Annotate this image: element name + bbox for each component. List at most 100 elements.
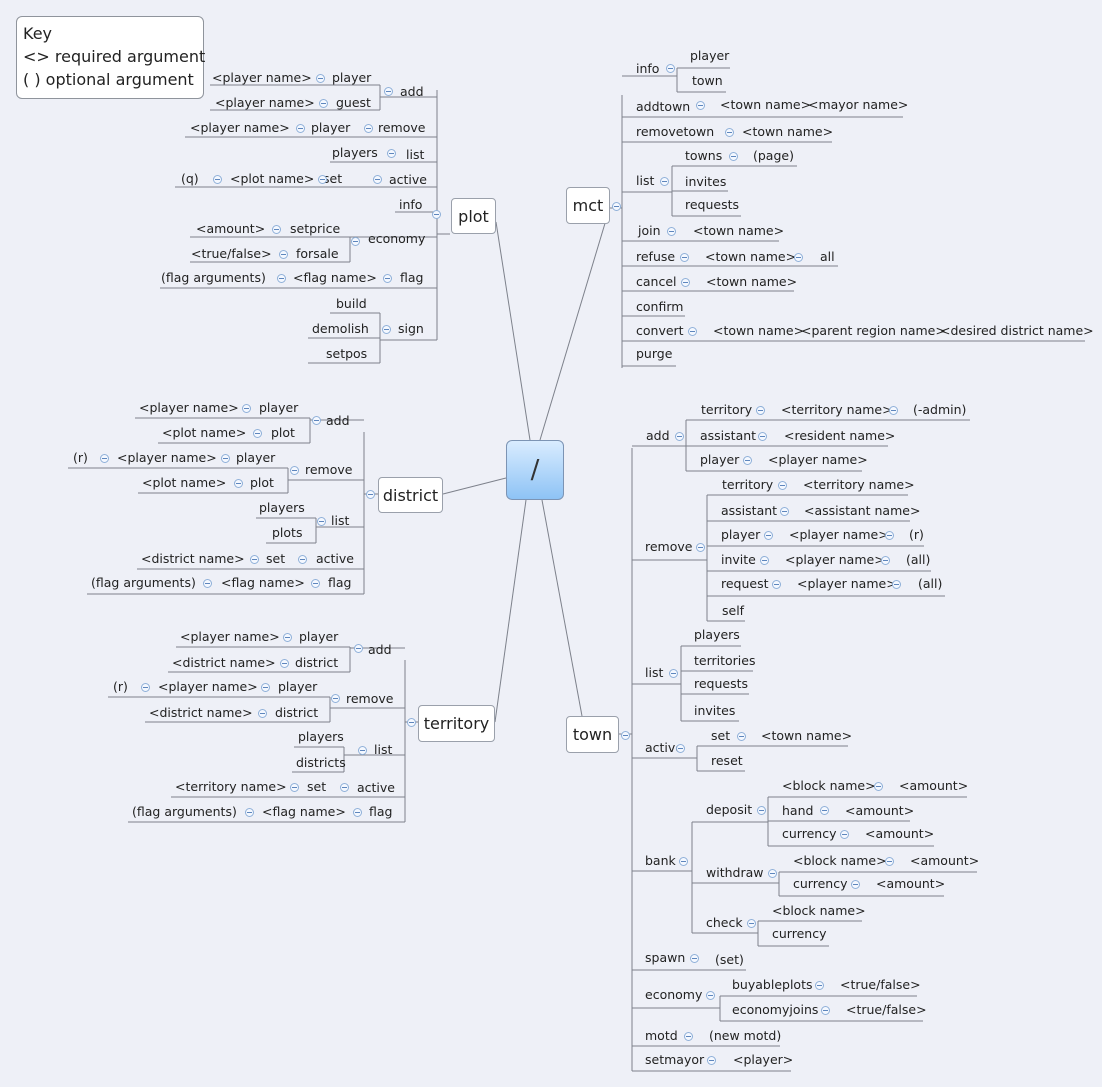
- collapse-toggle-icon[interactable]: [366, 490, 375, 499]
- collapse-toggle-icon[interactable]: [234, 479, 243, 488]
- collapse-toggle-icon[interactable]: [696, 543, 705, 552]
- collapse-toggle-icon[interactable]: [203, 579, 212, 588]
- collapse-toggle-icon[interactable]: [747, 919, 756, 928]
- root-node[interactable]: /: [506, 440, 564, 500]
- collapse-toggle-icon[interactable]: [681, 278, 690, 287]
- collapse-toggle-icon[interactable]: [312, 416, 321, 425]
- collapse-toggle-icon[interactable]: [881, 556, 890, 565]
- collapse-toggle-icon[interactable]: [245, 808, 254, 817]
- node-mct[interactable]: mct: [566, 187, 610, 224]
- collapse-toggle-icon[interactable]: [874, 782, 883, 791]
- collapse-toggle-icon[interactable]: [679, 857, 688, 866]
- collapse-toggle-icon[interactable]: [706, 991, 715, 1000]
- collapse-toggle-icon[interactable]: [688, 327, 697, 336]
- collapse-toggle-icon[interactable]: [756, 406, 765, 415]
- collapse-toggle-icon[interactable]: [892, 580, 901, 589]
- branch-label: requests: [694, 676, 749, 691]
- collapse-toggle-icon[interactable]: [778, 481, 787, 490]
- branch-label: list: [374, 742, 393, 757]
- collapse-toggle-icon[interactable]: [851, 880, 860, 889]
- collapse-toggle-icon[interactable]: [780, 507, 789, 516]
- branch-label: (all): [906, 552, 931, 567]
- collapse-toggle-icon[interactable]: [772, 580, 781, 589]
- collapse-toggle-icon[interactable]: [250, 555, 259, 564]
- collapse-toggle-icon[interactable]: [373, 175, 382, 184]
- collapse-toggle-icon[interactable]: [690, 954, 699, 963]
- collapse-toggle-icon[interactable]: [725, 128, 734, 137]
- collapse-toggle-icon[interactable]: [729, 152, 738, 161]
- collapse-toggle-icon[interactable]: [311, 579, 320, 588]
- collapse-toggle-icon[interactable]: [815, 981, 824, 990]
- collapse-toggle-icon[interactable]: [100, 454, 109, 463]
- collapse-toggle-icon[interactable]: [757, 806, 766, 815]
- collapse-toggle-icon[interactable]: [280, 659, 289, 668]
- collapse-toggle-icon[interactable]: [680, 253, 689, 262]
- collapse-toggle-icon[interactable]: [737, 732, 746, 741]
- node-plot[interactable]: plot: [451, 198, 496, 234]
- collapse-toggle-icon[interactable]: [340, 783, 349, 792]
- collapse-toggle-icon[interactable]: [760, 556, 769, 565]
- collapse-toggle-icon[interactable]: [768, 869, 777, 878]
- collapse-toggle-icon[interactable]: [290, 466, 299, 475]
- collapse-toggle-icon[interactable]: [675, 432, 684, 441]
- collapse-toggle-icon[interactable]: [612, 202, 621, 211]
- collapse-toggle-icon[interactable]: [707, 1056, 716, 1065]
- collapse-toggle-icon[interactable]: [277, 274, 286, 283]
- branch-label: <block name>: [793, 853, 887, 868]
- collapse-toggle-icon[interactable]: [382, 325, 391, 334]
- collapse-toggle-icon[interactable]: [820, 806, 829, 815]
- collapse-toggle-icon[interactable]: [669, 669, 678, 678]
- collapse-toggle-icon[interactable]: [821, 1006, 830, 1015]
- collapse-toggle-icon[interactable]: [889, 406, 898, 415]
- node-territory[interactable]: territory: [418, 705, 495, 742]
- node-district[interactable]: district: [378, 477, 443, 513]
- collapse-toggle-icon[interactable]: [676, 744, 685, 753]
- collapse-toggle-icon[interactable]: [319, 99, 328, 108]
- collapse-toggle-icon[interactable]: [660, 177, 669, 186]
- collapse-toggle-icon[interactable]: [283, 633, 292, 642]
- collapse-toggle-icon[interactable]: [331, 694, 340, 703]
- collapse-toggle-icon[interactable]: [885, 857, 894, 866]
- collapse-toggle-icon[interactable]: [383, 274, 392, 283]
- collapse-toggle-icon[interactable]: [213, 175, 222, 184]
- collapse-toggle-icon[interactable]: [298, 555, 307, 564]
- collapse-toggle-icon[interactable]: [318, 175, 327, 184]
- collapse-toggle-icon[interactable]: [666, 64, 675, 73]
- collapse-toggle-icon[interactable]: [221, 454, 230, 463]
- collapse-toggle-icon[interactable]: [353, 808, 362, 817]
- collapse-toggle-icon[interactable]: [272, 225, 281, 234]
- collapse-toggle-icon[interactable]: [242, 404, 251, 413]
- collapse-toggle-icon[interactable]: [290, 783, 299, 792]
- collapse-toggle-icon[interactable]: [885, 531, 894, 540]
- collapse-toggle-icon[interactable]: [296, 124, 305, 133]
- collapse-toggle-icon[interactable]: [387, 149, 396, 158]
- collapse-toggle-icon[interactable]: [696, 101, 705, 110]
- collapse-toggle-icon[interactable]: [407, 718, 416, 727]
- collapse-toggle-icon[interactable]: [261, 683, 270, 692]
- collapse-toggle-icon[interactable]: [794, 253, 803, 262]
- collapse-toggle-icon[interactable]: [351, 237, 360, 246]
- node-town[interactable]: town: [566, 716, 619, 753]
- collapse-toggle-icon[interactable]: [840, 830, 849, 839]
- branch-label: currency: [772, 926, 827, 941]
- collapse-toggle-icon[interactable]: [279, 250, 288, 259]
- collapse-toggle-icon[interactable]: [764, 531, 773, 540]
- collapse-toggle-icon[interactable]: [758, 432, 767, 441]
- collapse-toggle-icon[interactable]: [354, 644, 363, 653]
- collapse-toggle-icon[interactable]: [432, 210, 441, 219]
- collapse-toggle-icon[interactable]: [684, 1032, 693, 1041]
- collapse-toggle-icon[interactable]: [141, 683, 150, 692]
- branch-label: players: [298, 729, 344, 744]
- collapse-toggle-icon[interactable]: [317, 517, 326, 526]
- collapse-toggle-icon[interactable]: [258, 709, 267, 718]
- collapse-toggle-icon[interactable]: [253, 429, 262, 438]
- collapse-toggle-icon[interactable]: [364, 124, 373, 133]
- branch-label: <player name>: [789, 527, 889, 542]
- collapse-toggle-icon[interactable]: [384, 87, 393, 96]
- branch-label: (page): [753, 148, 794, 163]
- collapse-toggle-icon[interactable]: [621, 731, 630, 740]
- collapse-toggle-icon[interactable]: [743, 456, 752, 465]
- collapse-toggle-icon[interactable]: [316, 74, 325, 83]
- collapse-toggle-icon[interactable]: [358, 746, 367, 755]
- collapse-toggle-icon[interactable]: [667, 227, 676, 236]
